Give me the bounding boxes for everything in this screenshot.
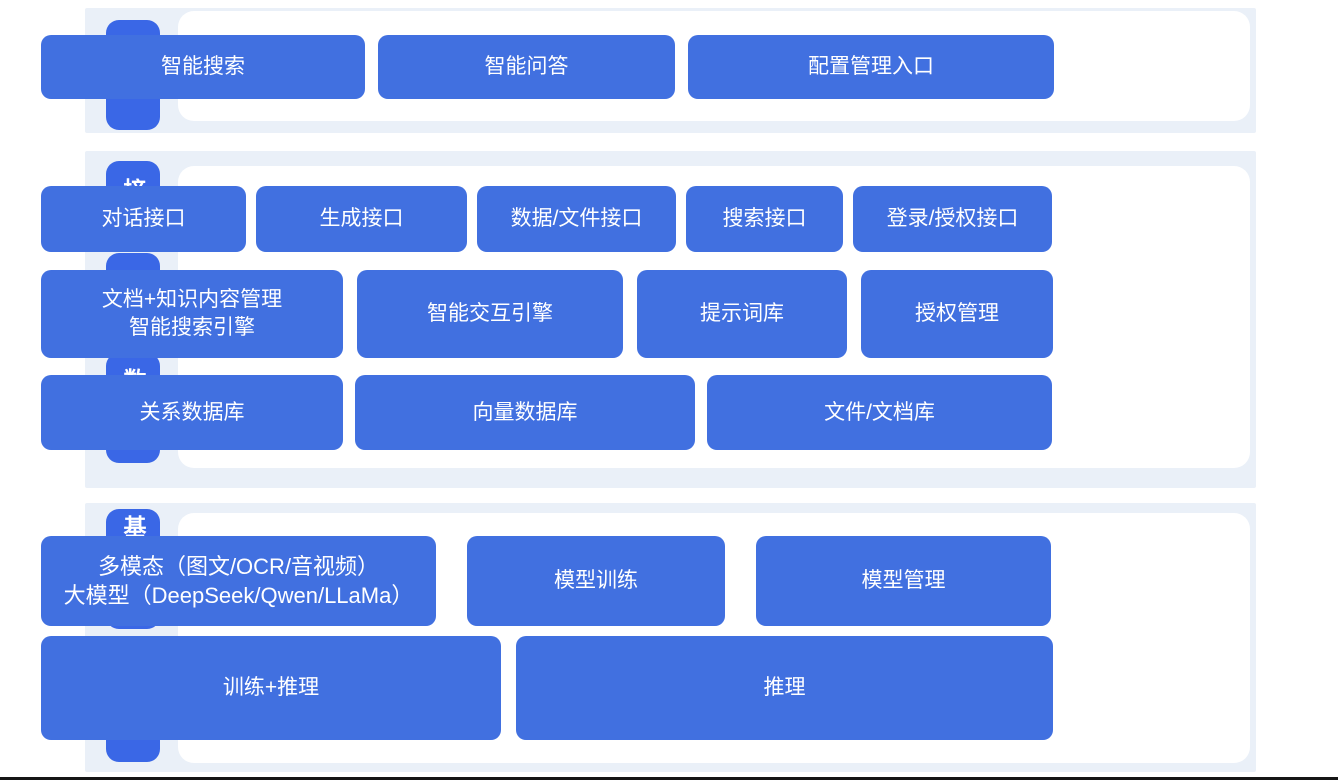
block-prompt-library: 提示词库 (637, 270, 847, 358)
bottom-divider (0, 777, 1338, 780)
block-auth-management: 授权管理 (861, 270, 1053, 358)
block-dialog-api: 对话接口 (41, 186, 246, 252)
interface-row: 对话接口 生成接口 数据/文件接口 搜索接口 登录/授权接口 (41, 186, 1052, 252)
application-row: 文档+知识内容管理 智能搜索引擎 智能交互引擎 提示词库 授权管理 (41, 270, 1053, 358)
block-train-inference: 训练+推理 (41, 636, 501, 740)
block-smart-search: 智能搜索 (41, 35, 365, 99)
block-line: 多模态（图文/OCR/音视频） (97, 553, 380, 579)
block-inference: 推理 (516, 636, 1053, 740)
user-layer-row: 智能搜索 智能问答 配置管理入口 (41, 35, 1054, 99)
block-multimodal-llm: 多模态（图文/OCR/音视频） 大模型（DeepSeek/Qwen/LLaMa） (41, 536, 436, 626)
block-search-api: 搜索接口 (686, 186, 843, 252)
block-relational-db: 关系数据库 (41, 375, 343, 450)
block-line: 大模型（DeepSeek/Qwen/LLaMa） (63, 583, 414, 608)
block-smart-qa: 智能问答 (378, 35, 675, 99)
block-vector-db: 向量数据库 (355, 375, 695, 450)
block-model-training: 模型训练 (467, 536, 725, 626)
block-line: 文档+知识内容管理 (101, 288, 283, 312)
block-model-management: 模型管理 (756, 536, 1051, 626)
block-generation-api: 生成接口 (256, 186, 467, 252)
compute-row: 训练+推理 推理 (41, 636, 1053, 740)
model-row: 多模态（图文/OCR/音视频） 大模型（DeepSeek/Qwen/LLaMa）… (41, 536, 1051, 626)
block-login-auth-api: 登录/授权接口 (853, 186, 1052, 252)
block-line: 智能搜索引擎 (129, 316, 255, 339)
data-row: 关系数据库 向量数据库 文件/文档库 (41, 375, 1052, 450)
block-config-entry: 配置管理入口 (688, 35, 1054, 99)
block-file-doc-store: 文件/文档库 (707, 375, 1052, 450)
block-smart-interaction-engine: 智能交互引擎 (357, 270, 623, 358)
block-data-file-api: 数据/文件接口 (477, 186, 676, 252)
block-doc-knowledge-search-engine: 文档+知识内容管理 智能搜索引擎 (41, 270, 343, 358)
